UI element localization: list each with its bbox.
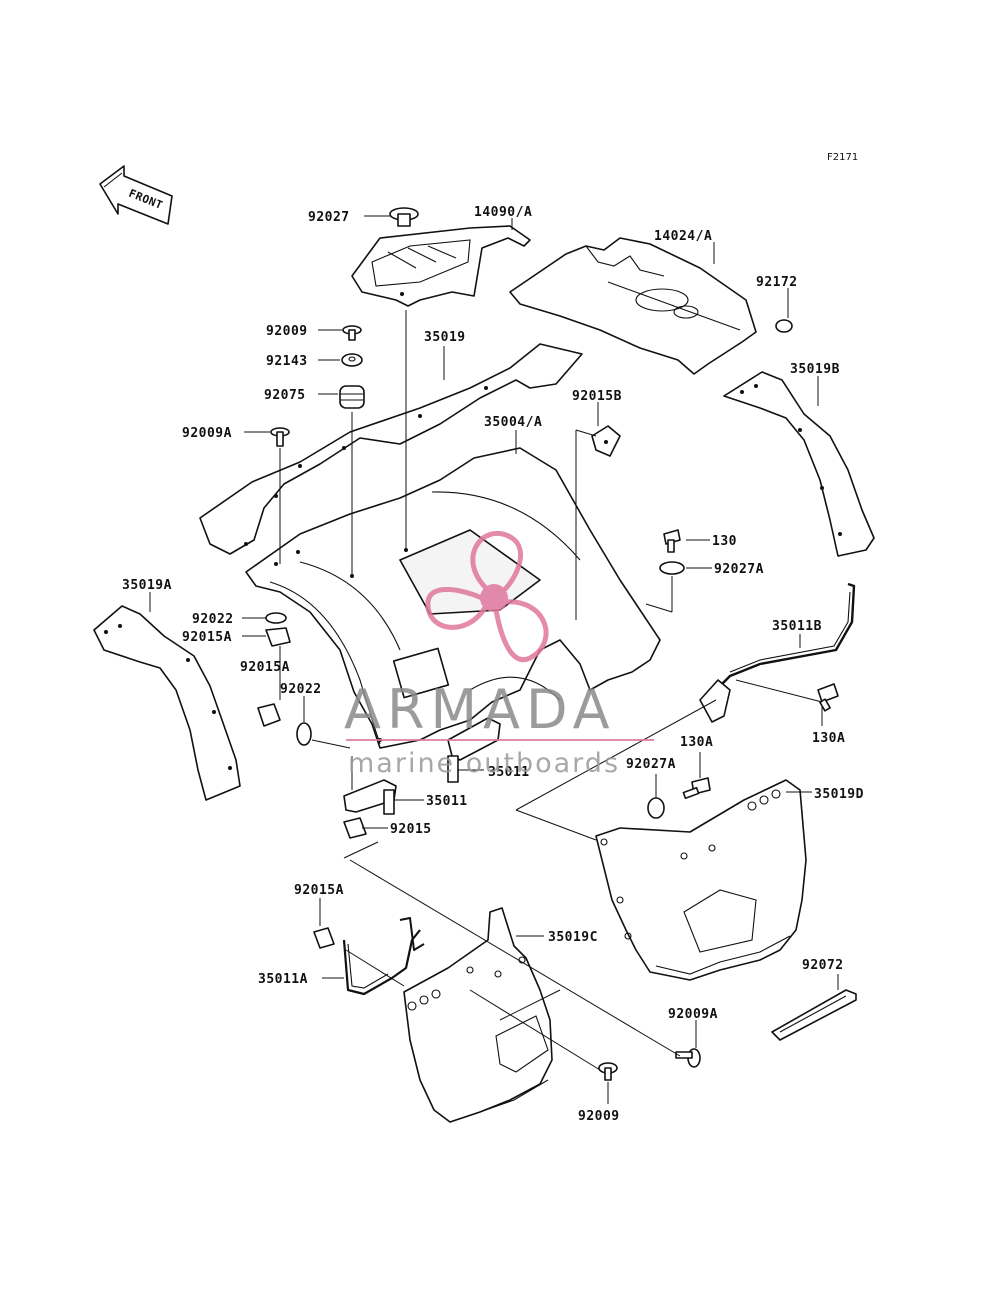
label-92009a-bottom: 92009A — [668, 1007, 718, 1022]
label-92027: 92027 — [308, 210, 350, 225]
bracket-rod-part — [699, 582, 856, 723]
figure-id: F2171 — [827, 152, 858, 163]
label-130: 130 — [712, 534, 737, 549]
clamp-band-part — [771, 989, 857, 1041]
label-92015b: 92015B — [572, 389, 622, 404]
label-92172: 92172 — [756, 275, 798, 290]
top-mud-flap-part — [199, 343, 583, 555]
label-35019: 35019 — [424, 330, 466, 345]
label-92015a-a: 92015A — [182, 630, 232, 645]
label-35011-a: 35011 — [488, 765, 530, 780]
label-35011-b: 35011 — [426, 794, 468, 809]
label-92009-bottom: 92009 — [578, 1109, 620, 1124]
label-92143: 92143 — [266, 354, 308, 369]
label-35019a: 35019A — [122, 578, 172, 593]
leader-lines — [149, 215, 839, 1104]
label-130a-mid: 130A — [680, 735, 713, 750]
propeller-logo-icon — [425, 530, 549, 663]
right-mud-flap-part — [723, 371, 875, 557]
label-92075: 92075 — [264, 388, 306, 403]
hardware-parts — [257, 207, 839, 1081]
label-14024a: 14024/A — [654, 229, 712, 244]
label-35019d: 35019D — [814, 787, 864, 802]
label-35011b: 35011B — [772, 619, 822, 634]
label-35011a: 35011A — [258, 972, 308, 987]
label-92022-b: 92022 — [280, 682, 322, 697]
label-92022-a: 92022 — [192, 612, 234, 627]
rear-fender-part — [245, 447, 661, 749]
label-92009a-left: 92009A — [182, 426, 232, 441]
left-lower-guard-part — [403, 907, 553, 1123]
watermark: ARMADA marine outboards — [344, 530, 654, 779]
label-92015a-b: 92015A — [240, 660, 290, 675]
label-130a-right: 130A — [812, 731, 845, 746]
right-lower-guard-part — [595, 779, 807, 981]
label-92015a-c: 92015A — [294, 883, 344, 898]
label-92015: 92015 — [390, 822, 432, 837]
label-35004a: 35004/A — [484, 415, 542, 430]
label-92027a-mid: 92027A — [626, 757, 676, 772]
label-92072: 92072 — [802, 958, 844, 973]
label-35019c: 35019C — [548, 930, 598, 945]
left-mud-flap-part — [93, 605, 241, 801]
watermark-title: ARMADA — [344, 678, 616, 741]
label-92027a-right: 92027A — [714, 562, 764, 577]
label-92009-top: 92009 — [266, 324, 308, 339]
tank-cover-part — [509, 237, 757, 375]
watermark-subtitle: marine outboards — [348, 748, 620, 779]
rear-cover-part — [351, 225, 531, 307]
front-arrow-icon: FRONT — [99, 165, 173, 225]
label-35019b: 35019B — [790, 362, 840, 377]
part-labels: 92027 14090/A 14024/A 92172 92009 35019 … — [122, 205, 864, 1124]
label-14090a: 14090/A — [474, 205, 532, 220]
